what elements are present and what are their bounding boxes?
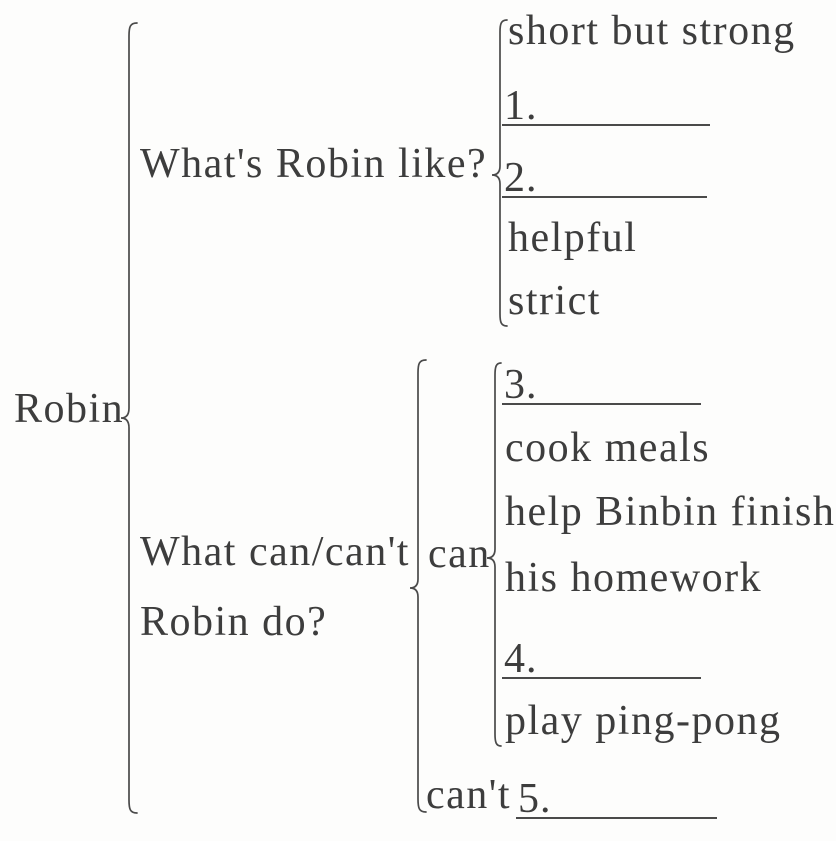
can-item: help Binbin finish: [505, 489, 836, 535]
blank-1-number: 1.: [504, 83, 538, 129]
trait-item: helpful: [508, 215, 638, 261]
blank-1: 1.: [502, 83, 710, 129]
blank-2: 2.: [502, 155, 707, 201]
blank-3: 3.: [502, 362, 701, 408]
root-brace: [120, 22, 138, 814]
traits-brace: [491, 19, 508, 327]
can-item: play ping-pong: [505, 698, 782, 744]
blank-5-number: 5.: [518, 776, 552, 822]
trait-item: short but strong: [508, 8, 796, 54]
cant-label: can't: [426, 772, 512, 818]
can-item: cook meals: [505, 425, 711, 471]
blank-2-number: 2.: [504, 155, 538, 201]
can-item: his homework: [505, 555, 763, 601]
can-cant-brace: [409, 359, 427, 813]
trait-item: strict: [508, 278, 601, 324]
question-what-can-cant-line1: What can/can't: [140, 529, 410, 575]
question-what-can-cant-line2: Robin do?: [140, 599, 328, 645]
blank-3-number: 3.: [504, 362, 538, 408]
can-brace: [486, 362, 502, 747]
question-whats-robin-like: What's Robin like?: [140, 141, 488, 187]
root-label: Robin: [14, 386, 125, 432]
can-label: can: [428, 531, 491, 577]
blank-4: 4.: [502, 636, 701, 682]
blank-4-number: 4.: [504, 636, 538, 682]
blank-5: 5.: [516, 776, 717, 822]
